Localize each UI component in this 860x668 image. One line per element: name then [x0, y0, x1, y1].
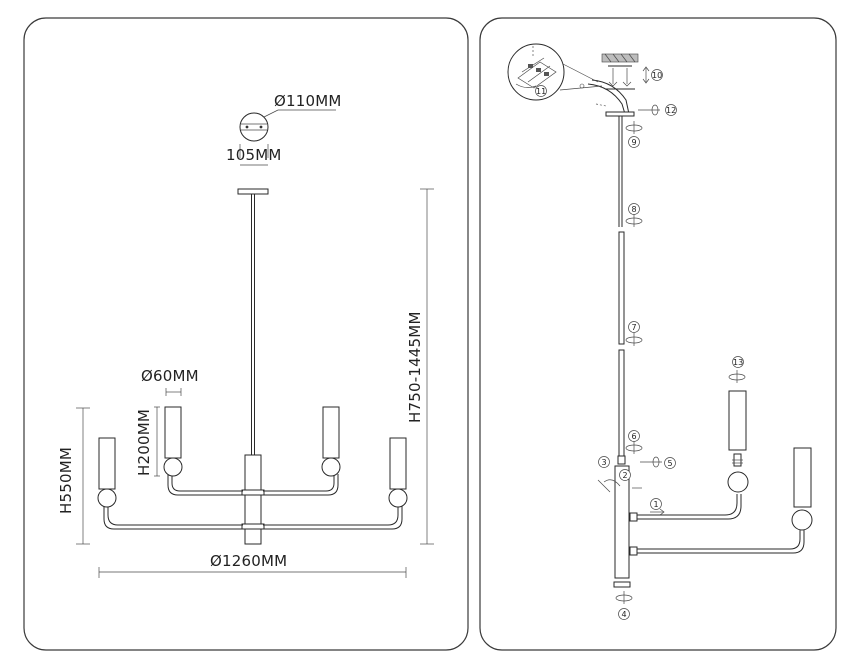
step-2: 2 [623, 471, 628, 480]
step-12: 12 [666, 106, 676, 115]
step-7: 7 [632, 323, 637, 332]
shade-height-label: H200MM [135, 409, 153, 476]
dimension-lines [76, 188, 434, 578]
lamp-exploded [727, 390, 749, 493]
rotation-markers [615, 121, 746, 604]
step-10: 10 [652, 71, 662, 80]
total-height-label: H750-1445MM [406, 311, 424, 423]
lamp-assembled [791, 447, 813, 531]
assembly-panel [479, 17, 837, 651]
step-5: 5 [668, 459, 673, 468]
shade-diameter-label: Ø60MM [141, 367, 199, 385]
ceiling-mount [579, 53, 660, 117]
body-assembly [597, 456, 665, 588]
step-badges: 1 2 3 4 5 6 7 8 9 10 11 12 13 [535, 69, 744, 620]
body-height-label: H550MM [57, 447, 75, 514]
rod-segments [617, 116, 626, 465]
step-3: 3 [602, 458, 607, 467]
step-4: 4 [622, 610, 627, 619]
canopy-diameter-label: Ø110MM [274, 92, 342, 110]
chandelier-front-view [97, 188, 408, 545]
dimensions-panel [23, 17, 469, 651]
step-11: 11 [536, 87, 546, 96]
total-diameter-label: Ø1260MM [210, 552, 287, 570]
step-9: 9 [632, 138, 637, 147]
step-8: 8 [632, 205, 637, 214]
step-6: 6 [632, 432, 637, 441]
canopy-width-label: 105MM [226, 146, 282, 164]
canopy-top-view [239, 109, 336, 166]
step-13: 13 [733, 358, 743, 367]
arms [637, 494, 805, 554]
wiring-detail [507, 43, 603, 101]
step-1: 1 [654, 500, 659, 509]
